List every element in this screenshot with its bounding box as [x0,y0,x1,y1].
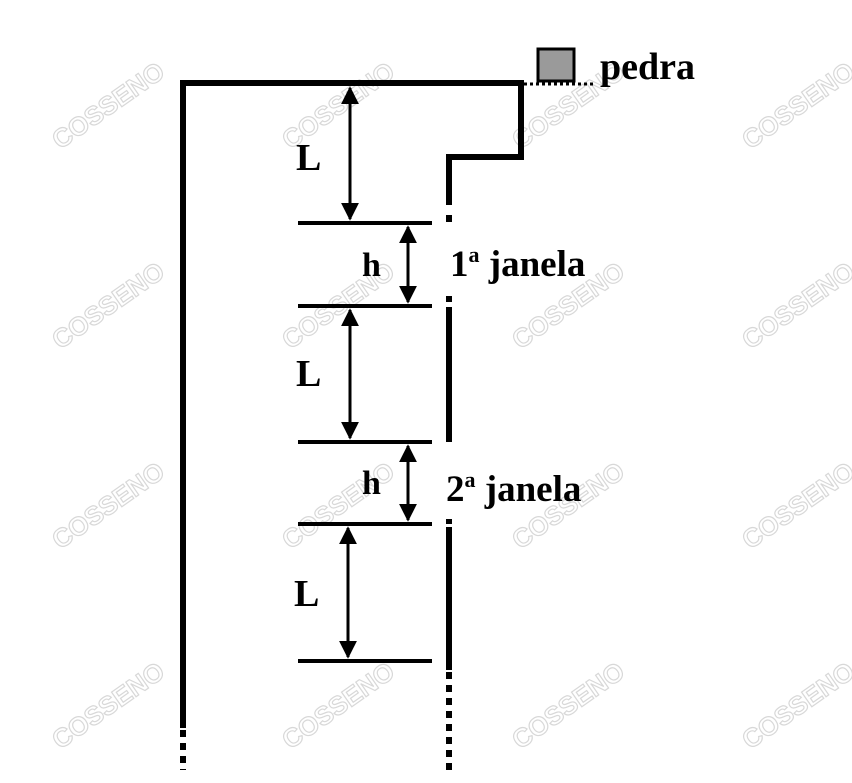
window-label-1-word: janela [480,244,586,285]
watermark-text: COSSENO [276,456,400,555]
watermark-text: COSSENO [276,56,400,155]
watermark-text: COSSENO [506,656,630,755]
window-label-1-ordinal: 1 [450,244,469,285]
stone-square [536,47,576,83]
watermark-text: COSSENO [736,56,852,155]
length-label-1: L [296,137,321,179]
watermark-text: COSSENO [276,656,400,755]
left-wall-and-roof [180,80,524,728]
watermark-text: COSSENO [46,456,170,555]
window-label-1-sup: a [469,242,480,267]
window-label-2-sup: a [465,467,476,492]
watermark-text: COSSENO [46,656,170,755]
window-label-1: 1a janela [450,242,585,285]
length-label-3: L [294,573,319,615]
watermark-text: COSSENO [46,256,170,355]
window-label-2-ordinal: 2 [446,469,465,510]
watermark-text: COSSENO [736,456,852,555]
window-height-label-2: h [362,465,381,502]
window-label-2: 2a janela [446,467,581,510]
window-height-label-1: h [362,247,381,284]
watermark-text: COSSENO [736,256,852,355]
watermark-text: COSSENO [736,656,852,755]
stone-label: pedra [600,46,695,88]
window-label-2-word: janela [476,469,582,510]
length-label-2: L [296,353,321,395]
watermark-text: COSSENO [46,56,170,155]
